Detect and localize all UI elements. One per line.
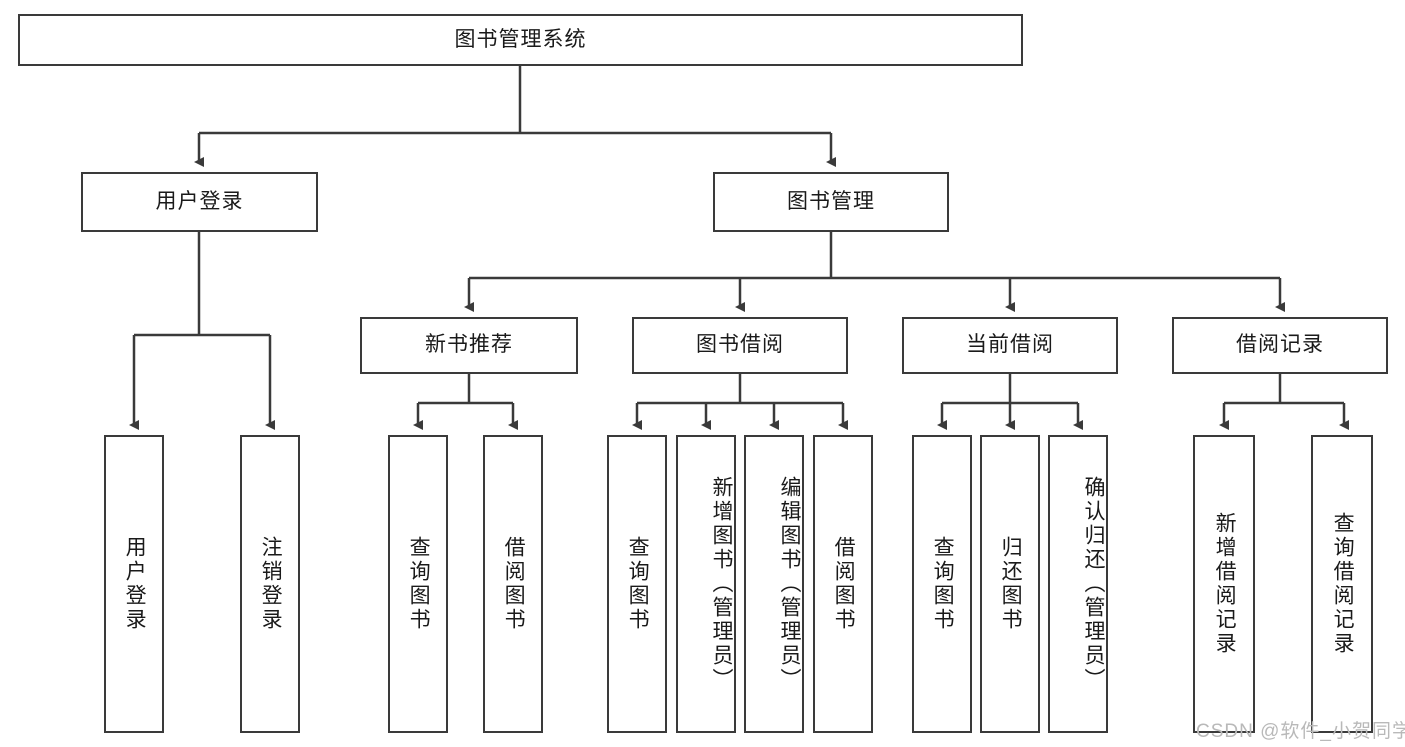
node-current-borrow[interactable]: 当前借阅 bbox=[902, 317, 1118, 374]
node-label: 注销登录 bbox=[259, 536, 283, 632]
leaf-query-book-recommend[interactable]: 查询图书 bbox=[388, 435, 448, 733]
leaf-borrow-book[interactable]: 借阅图书 bbox=[813, 435, 873, 733]
node-label: 查询借阅记录 bbox=[1331, 512, 1355, 656]
node-book-borrow[interactable]: 图书借阅 bbox=[632, 317, 848, 374]
node-user-login[interactable]: 用户登录 bbox=[81, 172, 318, 232]
leaf-user-logout[interactable]: 注销登录 bbox=[240, 435, 300, 733]
node-label: 确认归还（管理员） bbox=[1082, 476, 1105, 692]
node-label: 新书推荐 bbox=[425, 333, 513, 357]
node-label: 用户登录 bbox=[123, 536, 147, 632]
leaf-confirm-return-admin[interactable]: 确认归还（管理员） bbox=[1048, 435, 1108, 733]
node-book-management[interactable]: 图书管理 bbox=[713, 172, 949, 232]
node-label: 新增图书（管理员） bbox=[710, 476, 733, 692]
watermark-text: CSDN @软件_小贺同学 bbox=[1196, 721, 1405, 742]
leaf-borrow-book-recommend[interactable]: 借阅图书 bbox=[483, 435, 543, 733]
leaf-query-book-borrow[interactable]: 查询图书 bbox=[607, 435, 667, 733]
node-label: 查询图书 bbox=[407, 536, 431, 632]
node-borrow-record[interactable]: 借阅记录 bbox=[1172, 317, 1388, 374]
leaf-user-login[interactable]: 用户登录 bbox=[104, 435, 164, 733]
node-label: 图书借阅 bbox=[696, 333, 784, 357]
node-label: 归还图书 bbox=[999, 536, 1023, 632]
node-label: 查询图书 bbox=[626, 536, 650, 632]
node-root-system[interactable]: 图书管理系统 bbox=[18, 14, 1023, 66]
node-label: 新增借阅记录 bbox=[1213, 512, 1237, 656]
node-new-book-recommend[interactable]: 新书推荐 bbox=[360, 317, 578, 374]
node-label: 编辑图书（管理员） bbox=[778, 476, 801, 692]
node-label: 查询图书 bbox=[931, 536, 955, 632]
node-label: 借阅图书 bbox=[832, 536, 856, 632]
node-label: 当前借阅 bbox=[966, 333, 1054, 357]
leaf-query-book-current[interactable]: 查询图书 bbox=[912, 435, 972, 733]
node-label: 图书管理 bbox=[787, 189, 875, 213]
node-label: 借阅图书 bbox=[502, 536, 526, 632]
leaf-edit-book-admin[interactable]: 编辑图书（管理员） bbox=[744, 435, 804, 733]
leaf-add-borrow-record[interactable]: 新增借阅记录 bbox=[1193, 435, 1255, 733]
node-label: 借阅记录 bbox=[1236, 333, 1324, 357]
node-label: 用户登录 bbox=[155, 189, 244, 213]
leaf-return-book[interactable]: 归还图书 bbox=[980, 435, 1040, 733]
leaf-query-borrow-record[interactable]: 查询借阅记录 bbox=[1311, 435, 1373, 733]
leaf-add-book-admin[interactable]: 新增图书（管理员） bbox=[676, 435, 736, 733]
node-label: 图书管理系统 bbox=[454, 27, 587, 51]
